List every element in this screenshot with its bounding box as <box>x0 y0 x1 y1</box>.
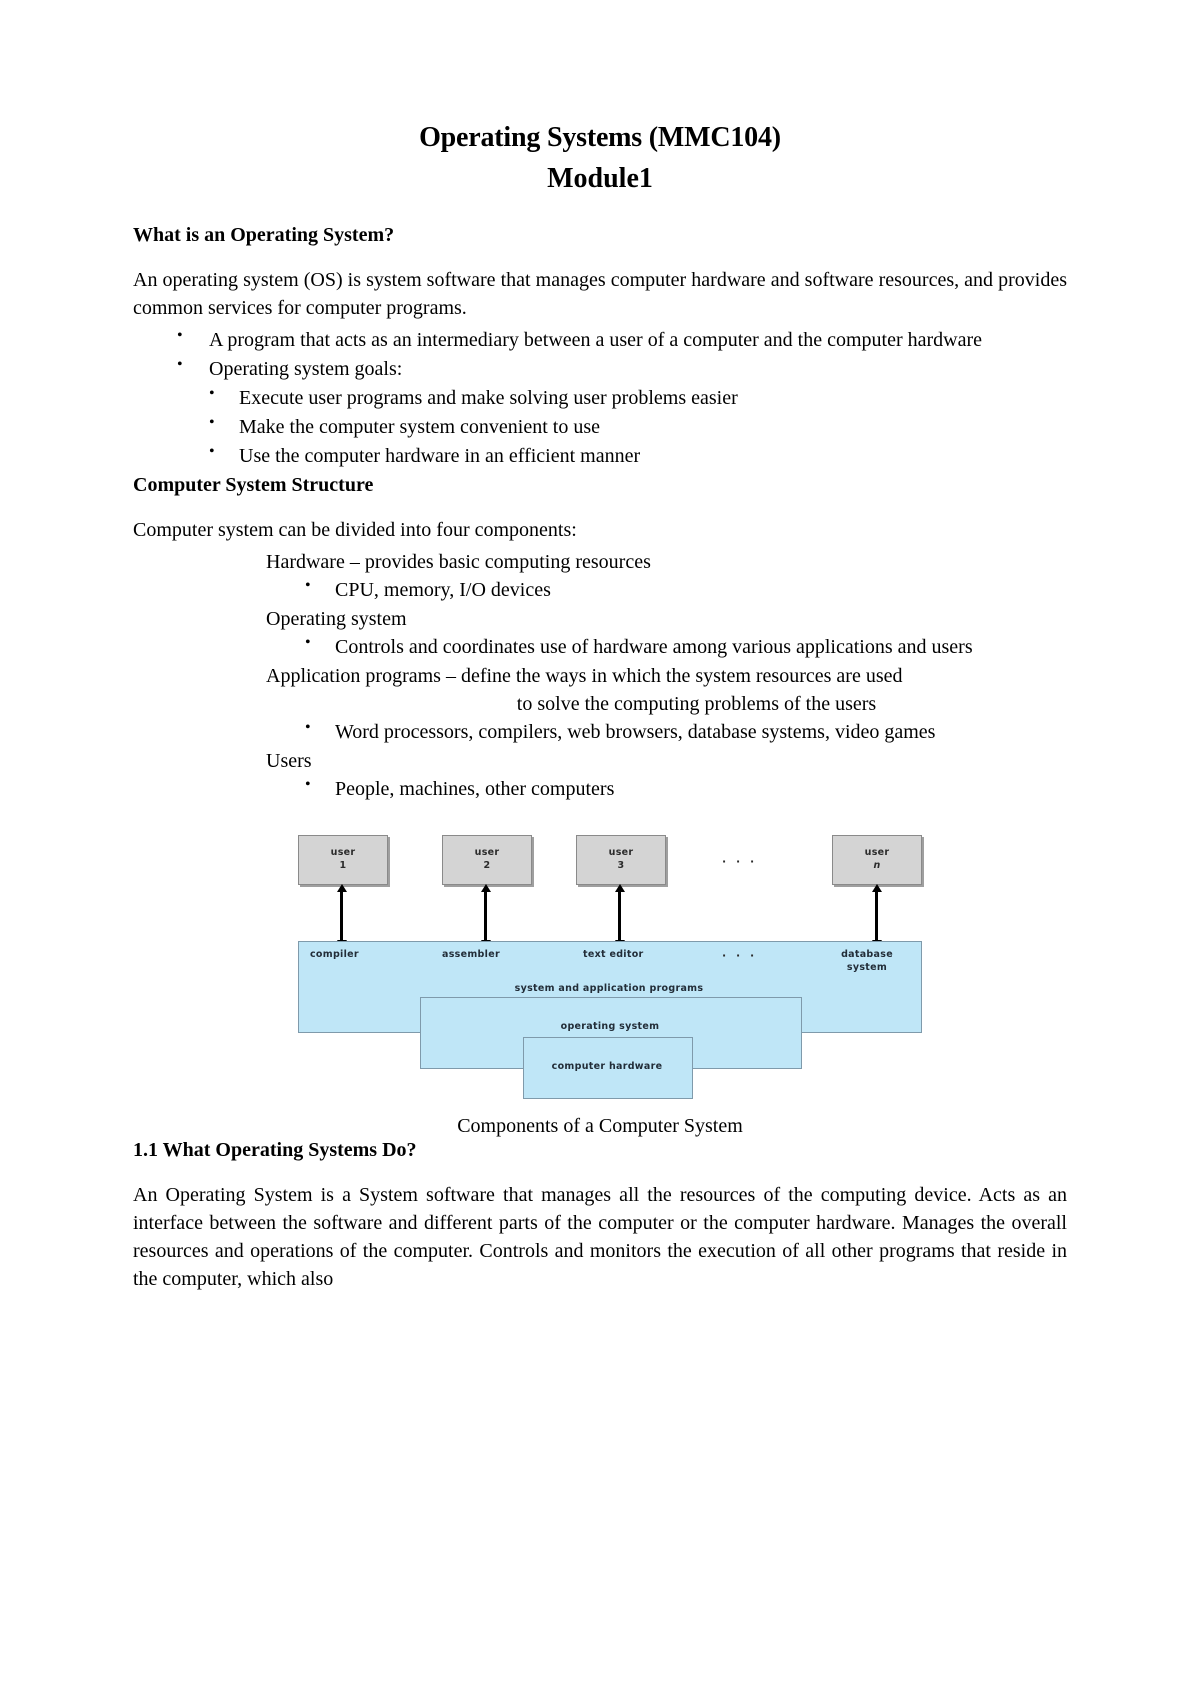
computer-hardware-box <box>523 1037 693 1099</box>
paragraph-four-components: Computer system can be divided into four… <box>133 519 577 541</box>
heading-what-is-os: What is an Operating System? <box>133 224 395 246</box>
application-programs-line1: Application programs – define the ways i… <box>266 665 903 687</box>
user-box-label-line1: user <box>474 847 500 859</box>
component-title-operating-system: Operating system <box>266 608 407 630</box>
component-title-users: Users <box>266 750 312 772</box>
user-box-label-line1: user <box>608 847 634 859</box>
module-title: Module1 <box>547 163 653 194</box>
user-box-label-line2: 2 <box>483 860 491 871</box>
arrow-usern-to-database-system <box>875 891 878 941</box>
paragraph-what-operating-systems-do: An Operating System is a System software… <box>133 1184 1067 1290</box>
list-operating-system: Controls and coordinates use of hardware… <box>133 632 1067 661</box>
program-label-assembler: assembler <box>442 949 500 960</box>
arrow-user3-to-text-editor <box>618 891 621 941</box>
operating-system-label: operating system <box>560 1021 660 1032</box>
list-item: Use the computer hardware in an efficien… <box>201 441 1067 470</box>
list-item: People, machines, other computers <box>303 774 1067 803</box>
list-os-definition: A program that acts as an intermediary b… <box>133 325 1067 383</box>
user-box-1: user 1 <box>298 835 388 885</box>
program-label-text-editor: text editor <box>583 949 644 960</box>
list-item: Execute user programs and make solving u… <box>201 383 1067 412</box>
list-application-programs: Word processors, compilers, web browsers… <box>133 717 1067 746</box>
user-box-n: user n <box>832 835 922 885</box>
program-label-database-system-line2: system <box>846 962 888 973</box>
user-box-label-line2: 3 <box>617 860 625 871</box>
list-item: A program that acts as an intermediary b… <box>171 325 1067 354</box>
arrow-user1-to-compiler <box>340 891 343 941</box>
page-title: Operating Systems (MMC104) <box>419 122 781 153</box>
list-hardware: CPU, memory, I/O devices <box>133 575 1067 604</box>
programs-ellipsis: · · · <box>722 949 758 962</box>
computer-hardware-label: computer hardware <box>551 1061 663 1072</box>
document-content: Operating Systems (MMC104) Module1 What … <box>133 120 1067 1297</box>
heading-computer-system-structure: Computer System Structure <box>133 474 374 496</box>
list-item: CPU, memory, I/O devices <box>303 575 1067 604</box>
diagram-canvas: user 1 user 2 user 3 · · · user n <box>298 825 922 1099</box>
program-label-compiler: compiler <box>310 949 359 960</box>
figure-components-of-a-computer-system: user 1 user 2 user 3 · · · user n <box>133 825 1067 1137</box>
list-item: Word processors, compilers, web browsers… <box>303 717 1067 746</box>
list-item: Controls and coordinates use of hardware… <box>303 632 1067 661</box>
user-box-2: user 2 <box>442 835 532 885</box>
user-box-label-line1: user <box>864 847 890 859</box>
band-label-system-and-application-programs: system and application programs <box>514 983 704 994</box>
list-item: Operating system goals: <box>171 354 1067 383</box>
component-title-application-programs: Application programs – define the ways i… <box>266 662 1067 718</box>
list-users: People, machines, other computers <box>133 774 1067 803</box>
users-ellipsis: · · · <box>722 855 758 868</box>
heading-what-operating-systems-do: 1.1 What Operating Systems Do? <box>133 1139 417 1161</box>
user-box-label-line2: n <box>873 860 881 871</box>
paragraph-os-intro: An operating system (OS) is system softw… <box>133 269 1067 319</box>
list-os-goals: Execute user programs and make solving u… <box>133 383 1067 470</box>
user-box-3: user 3 <box>576 835 666 885</box>
program-label-database-system-line1: database <box>841 949 893 960</box>
component-title-hardware: Hardware – provides basic computing reso… <box>266 551 651 573</box>
user-box-label-line1: user <box>330 847 356 859</box>
application-programs-line2: to solve the computing problems of the u… <box>516 693 877 715</box>
list-item: Make the computer system convenient to u… <box>201 412 1067 441</box>
arrow-user2-to-assembler <box>484 891 487 941</box>
user-box-label-line2: 1 <box>339 860 347 871</box>
figure-caption: Components of a Computer System <box>457 1115 743 1137</box>
